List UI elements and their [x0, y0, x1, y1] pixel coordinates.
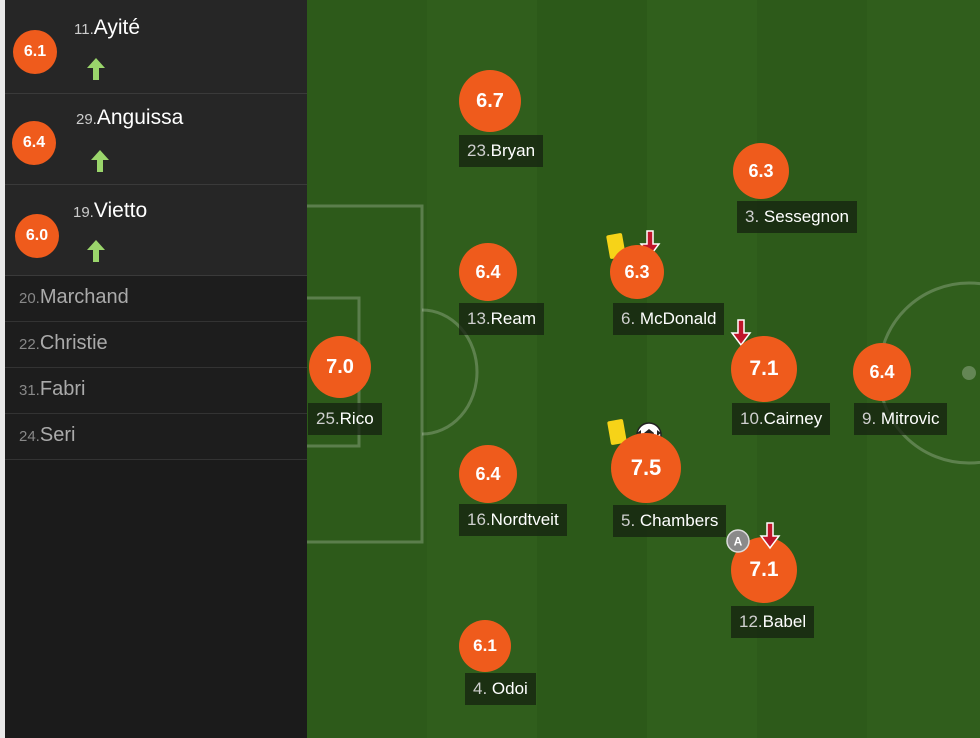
player-name-label: 6. McDonald [613, 303, 725, 335]
bench-row-marchand[interactable]: 20.Marchand [5, 276, 307, 322]
rating-badge: 7.1 [731, 336, 797, 402]
player-name: 24.Seri [19, 424, 76, 446]
player-name-label: 13.Ream [459, 303, 544, 335]
rating-badge: 6.3 [610, 245, 664, 299]
player-name-label: 9. Mitrovic [854, 403, 948, 435]
panel-edge [0, 0, 5, 738]
player-name-label: 4. Odoi [465, 673, 536, 705]
sub-on-arrow-icon [91, 150, 109, 172]
bench-row-christie[interactable]: 22.Christie [5, 322, 307, 368]
player-name-label: 10.Cairney [732, 403, 831, 435]
rating-badge: 6.7 [459, 70, 521, 132]
rating-badge: 6.4 [12, 121, 56, 165]
rating-badge: 6.4 [459, 445, 517, 503]
player-name-label: 12.Babel [731, 606, 815, 638]
captain-badge-icon: A [726, 529, 750, 553]
sub-off-arrow-icon [730, 319, 752, 347]
rating-badge: 6.0 [15, 214, 59, 258]
player-name: 11.Ayité [74, 16, 141, 39]
rating-badge: 6.1 [459, 620, 511, 672]
rating-badge: 6.1 [13, 30, 57, 74]
bench-row-fabri[interactable]: 31.Fabri [5, 368, 307, 414]
sub-on-arrow-icon [87, 240, 105, 262]
substitute-row-anguissa[interactable]: 6.4 29.Anguissa [5, 94, 307, 185]
player-name: 20.Marchand [19, 286, 129, 308]
substitute-row-ayite[interactable]: 6.1 11.Ayité [5, 0, 307, 94]
pitch: 7.0 25.Rico 6.7 23.Bryan 6.4 13.Ream 6.4… [307, 0, 980, 738]
player-name-label: 25.Rico [308, 403, 382, 435]
substitute-row-vietto[interactable]: 6.0 19.Vietto [5, 185, 307, 276]
player-name: 29.Anguissa [76, 106, 184, 129]
rating-badge: 6.4 [853, 343, 911, 401]
player-name-label: 3. Sessegnon [737, 201, 857, 233]
rating-badge: 7.0 [309, 336, 371, 398]
player-name-label: 23.Bryan [459, 135, 544, 167]
pitch-markings [307, 204, 980, 544]
player-name: 31.Fabri [19, 378, 86, 400]
rating-badge: 6.3 [733, 143, 789, 199]
player-name: 22.Christie [19, 332, 108, 354]
substitutes-panel: 6.1 11.Ayité 6.4 29.Anguissa 6.0 19.Viet… [0, 0, 307, 738]
player-name-label: 16.Nordtveit [459, 504, 567, 536]
sub-on-arrow-icon [87, 58, 105, 80]
rating-badge: 6.4 [459, 243, 517, 301]
rating-badge: 7.5 [611, 433, 681, 503]
player-name-label: 5. Chambers [613, 505, 727, 537]
svg-text:A: A [734, 535, 743, 549]
player-name: 19.Vietto [73, 199, 148, 222]
sub-off-arrow-icon [759, 522, 781, 550]
bench-row-seri[interactable]: 24.Seri [5, 414, 307, 460]
